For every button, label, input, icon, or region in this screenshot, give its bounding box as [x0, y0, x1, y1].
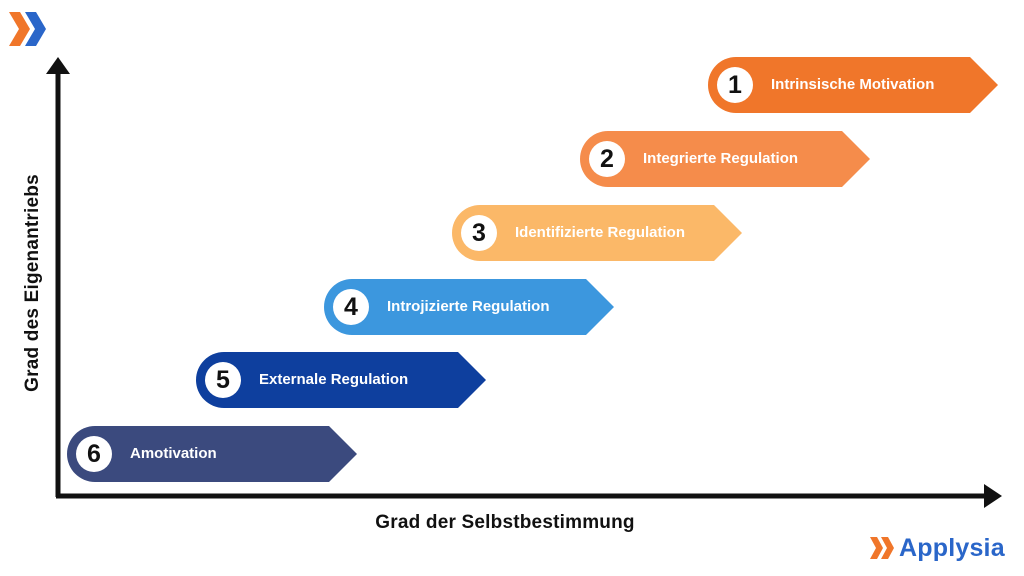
- step-number-badge: 2: [589, 141, 625, 177]
- x-axis-label: Grad der Selbstbestimmung: [375, 512, 635, 533]
- step-label: Externale Regulation: [259, 371, 409, 388]
- step-number-badge: 6: [76, 436, 112, 472]
- step-amotivation: 6 Amotivation: [67, 426, 357, 482]
- step-number-badge: 3: [461, 215, 497, 251]
- step-intrinsic: 1 Intrinsische Motivation: [708, 57, 998, 113]
- step-number-badge: 1: [717, 67, 753, 103]
- step-label: Intrinsische Motivation: [771, 76, 935, 93]
- step-arrow-shape: [708, 57, 998, 113]
- step-arrow-shape: [324, 279, 614, 335]
- step-arrow-shape: [196, 352, 486, 408]
- step-number-badge: 5: [205, 362, 241, 398]
- step-integrated: 2 Integrierte Regulation: [580, 131, 870, 187]
- step-arrow-shape: [452, 205, 742, 261]
- y-axis-arrowhead: [46, 57, 70, 74]
- brand-name: Applysia: [899, 533, 1005, 562]
- y-axis-label: Grad des Eigenantriebs: [22, 174, 43, 392]
- step-introjected: 4 Introjizierte Regulation: [324, 279, 614, 335]
- step-label: Integrierte Regulation: [643, 150, 799, 167]
- double-chevron-icon: [9, 12, 46, 46]
- step-label: Amotivation: [130, 445, 217, 462]
- step-external: 5 Externale Regulation: [196, 352, 486, 408]
- x-axis-arrowhead: [984, 484, 1002, 508]
- step-number-badge: 4: [333, 289, 369, 325]
- step-arrow-shape: [67, 426, 357, 482]
- step-identified: 3 Identifizierte Regulation: [452, 205, 742, 261]
- brand-logo: Applysia: [870, 530, 1005, 566]
- step-label: Introjizierte Regulation: [387, 298, 550, 315]
- double-chevron-icon: [870, 537, 894, 559]
- step-label: Identifizierte Regulation: [515, 224, 686, 241]
- step-arrow-shape: [580, 131, 870, 187]
